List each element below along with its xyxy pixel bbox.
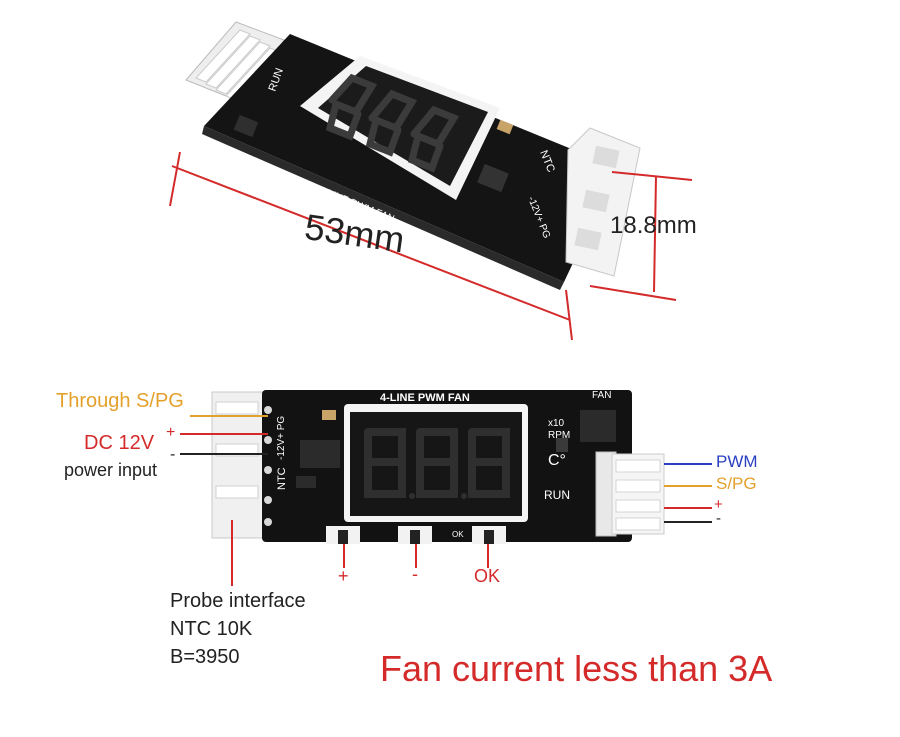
bottom-display — [344, 404, 528, 522]
bottom-buttons — [326, 526, 506, 544]
silk-ok: OK — [452, 530, 464, 539]
top-3pin-connector — [565, 127, 641, 277]
silk-run: RUN — [544, 488, 570, 502]
left-3pin-connector — [211, 391, 267, 539]
fan-minus-label: - — [716, 510, 721, 527]
silk-pg: -12V+ PG — [276, 415, 287, 460]
dc-plus-label: + — [166, 424, 176, 441]
silk-title: 4-LINE PWM FAN — [380, 392, 470, 404]
silk-ntc: NTC — [276, 467, 288, 490]
spg-label: S/PG — [716, 474, 757, 493]
top-display — [300, 56, 500, 200]
silk-celsius: C° — [548, 452, 566, 469]
top-board-view: RUN 4-LINE PWM FAN NTC -12V+ PG 53mm 18.… — [0, 0, 900, 360]
pwm-label: PWM — [716, 452, 758, 471]
dimension-lines — [169, 151, 693, 341]
probe-b-label: B=3950 — [170, 646, 240, 668]
button-ok-label: OK — [474, 566, 501, 586]
bottom-board-view: 4-LINE PWM FAN FAN C° x10 RPM RUN NTC -1… — [0, 360, 900, 737]
silk-rpm: RPM — [548, 430, 571, 441]
width-dimension-label: 18.8mm — [610, 212, 697, 239]
probe-ntc-label: NTC 10K — [170, 618, 253, 640]
dc-minus-label: - — [170, 446, 176, 463]
power-input-label: power input — [64, 460, 158, 480]
through-spg-label: Through S/PG — [56, 390, 184, 412]
bottom-board-drawing — [180, 390, 712, 586]
fan-current-caption: Fan current less than 3A — [380, 648, 773, 689]
dc-12v-label: DC 12V — [84, 432, 155, 454]
silk-x10: x10 — [548, 418, 565, 429]
top-board-drawing: RUN 4-LINE PWM FAN NTC -12V+ PG — [169, 21, 693, 341]
wire-lines — [180, 415, 712, 586]
fan-plus-label: + — [714, 496, 723, 513]
button-minus-label: - — [412, 564, 418, 584]
button-plus-label: + — [338, 566, 349, 586]
right-4pin-connector — [595, 451, 665, 537]
silk-fan: FAN — [592, 390, 612, 401]
probe-interface-label: Probe interface — [170, 590, 306, 612]
